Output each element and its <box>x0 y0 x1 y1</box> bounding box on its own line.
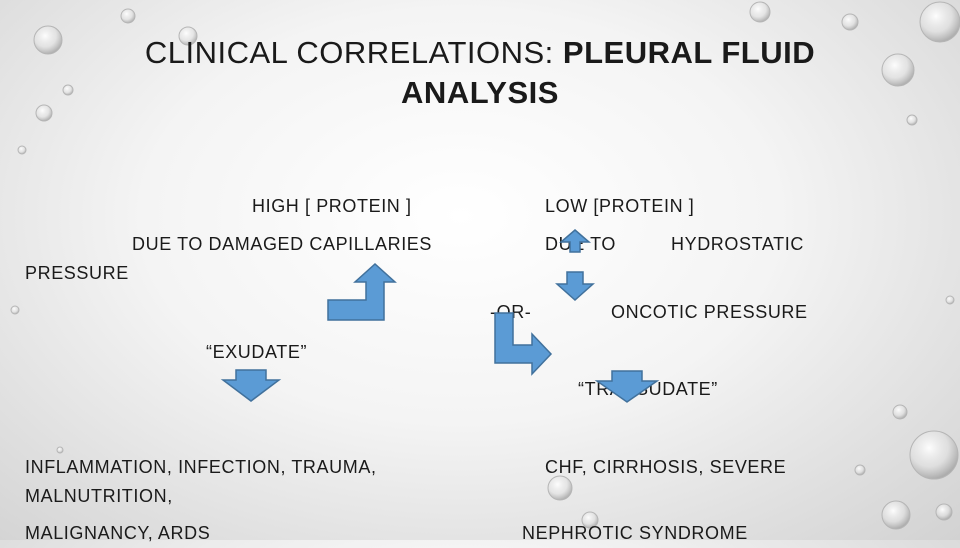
arrow-group <box>220 229 660 403</box>
high-protein-heading: HIGH [ PROTEIN ] <box>252 196 412 216</box>
low-protein-heading: LOW [PROTEIN ] <box>545 196 695 216</box>
transudate-examples-line2: NEPHROTIC SYNDROME <box>522 523 748 543</box>
title-bold-2: ANALYSIS <box>401 75 559 110</box>
exudate-examples-line2: MALNUTRITION, <box>25 486 173 506</box>
exudate-cause-line1: DUE TO DAMAGED CAPILLARIES <box>132 234 433 254</box>
drop-group <box>10 1 960 530</box>
bent-arrow-down-icon <box>494 312 553 376</box>
title-bold-1: PLEURAL FLUID <box>562 35 816 70</box>
bent-arrow-up-icon <box>327 262 397 321</box>
exudate-examples-line1: INFLAMMATION, INFECTION, TRAUMA, <box>25 457 377 477</box>
exudate-label: “EXUDATE” <box>206 342 308 362</box>
transudate-cause-b: HYDROSTATIC <box>671 234 804 254</box>
down-arrow-icon <box>555 271 595 302</box>
down-arrow-icon <box>594 370 660 403</box>
up-arrow-icon <box>558 229 592 253</box>
title-plain: CLINICAL CORRELATIONS: <box>144 35 563 70</box>
down-arrow-icon <box>220 369 282 402</box>
exudate-cause-line2: PRESSURE <box>25 263 129 283</box>
exudate-examples-line3: MALIGNANCY, ARDS <box>25 523 211 543</box>
transudate-cause-c: ONCOTIC PRESSURE <box>611 302 808 322</box>
transudate-examples-line1: CHF, CIRRHOSIS, SEVERE <box>545 457 787 477</box>
